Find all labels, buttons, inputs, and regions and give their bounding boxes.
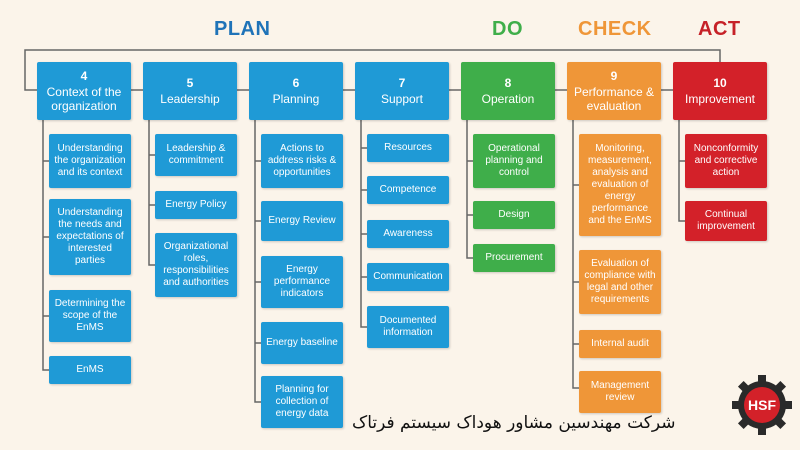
hsf-logo-icon: HSF	[732, 375, 792, 435]
phase-plan-label: PLAN	[214, 18, 271, 40]
header-title: Improvement	[684, 92, 756, 106]
item-monitoring-measurement: Monitoring, measurement, analysis and ev…	[579, 134, 661, 236]
header-title: Context of the organization	[46, 85, 122, 113]
company-name: شرکت مهندسین مشاور هوداک سیستم فرتاک	[352, 413, 676, 433]
header-title: Leadership	[160, 92, 220, 106]
item-operational-planning-control: Operational planning and control	[473, 134, 555, 188]
item-documented-information: Documented information	[367, 306, 449, 348]
item-resources: Resources	[367, 134, 449, 162]
item-energy-baseline: Energy baseline	[261, 322, 343, 364]
header-context-of-the-organization: 4 Context of the organization	[37, 62, 131, 120]
header-support: 7 Support	[355, 62, 449, 120]
feedback-loop-line	[24, 49, 721, 91]
item-scope-of-enms: Determining the scope of the EnMS	[49, 290, 131, 342]
header-number: 9	[610, 69, 618, 83]
item-organizational-roles: Organizational roles, responsibilities a…	[155, 233, 237, 297]
item-risks-opportunities: Actions to address risks & opportunities	[261, 134, 343, 188]
logo-text: HSF	[748, 397, 776, 413]
item-energy-policy: Energy Policy	[155, 191, 237, 219]
header-title: Operation	[481, 92, 535, 106]
item-understanding-organization: Understanding the organization and its c…	[49, 134, 131, 188]
item-energy-performance-indicators: Energy performance indicators	[261, 256, 343, 308]
header-planning: 6 Planning	[249, 62, 343, 120]
item-planning-collection-energy-data: Planning for collection of energy data	[261, 376, 343, 428]
header-number: 8	[504, 76, 512, 90]
item-procurement: Procurement	[473, 244, 555, 272]
header-operation: 8 Operation	[461, 62, 555, 120]
item-communication: Communication	[367, 263, 449, 291]
item-internal-audit: Internal audit	[579, 330, 661, 358]
header-improvement: 10 Improvement	[673, 62, 767, 120]
header-number: 10	[713, 76, 727, 90]
item-enms: EnMS	[49, 356, 131, 384]
header-number: 6	[292, 76, 300, 90]
header-number: 5	[186, 76, 194, 90]
item-interested-parties: Understanding the needs and expectations…	[49, 199, 131, 275]
item-energy-review: Energy Review	[261, 201, 343, 241]
item-nonconformity-corrective-action: Nonconformity and corrective action	[685, 134, 767, 188]
item-design: Design	[473, 201, 555, 229]
item-leadership-commitment: Leadership & commitment	[155, 134, 237, 176]
header-performance-evaluation: 9 Performance & evaluation	[567, 62, 661, 120]
header-title: Planning	[272, 92, 320, 106]
phase-do-label: DO	[492, 18, 523, 40]
header-leadership: 5 Leadership	[143, 62, 237, 120]
header-number: 4	[80, 69, 88, 83]
item-competence: Competence	[367, 176, 449, 204]
phase-act-label: ACT	[698, 18, 741, 40]
header-title: Performance & evaluation	[573, 85, 655, 113]
item-continual-improvement: Continual improvement	[685, 201, 767, 241]
item-management-review: Management review	[579, 371, 661, 413]
header-title: Support	[380, 92, 424, 106]
item-awareness: Awareness	[367, 220, 449, 248]
phase-check-label: CHECK	[578, 18, 652, 40]
item-evaluation-compliance: Evaluation of compliance with legal and …	[579, 250, 661, 314]
header-number: 7	[398, 76, 406, 90]
